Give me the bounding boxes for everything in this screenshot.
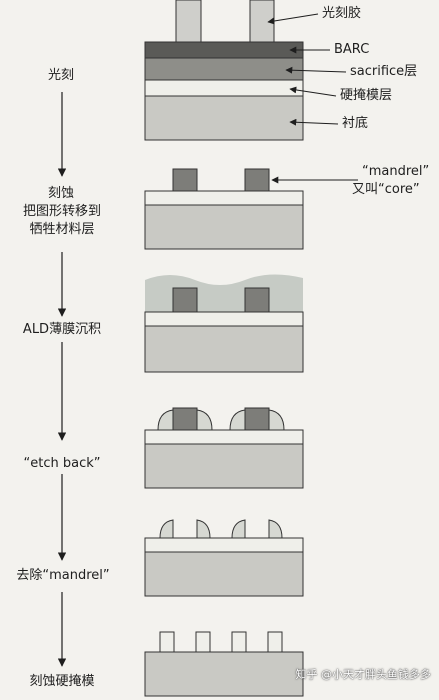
watermark: 知乎 @小天才胖头鱼钱多多 xyxy=(295,668,432,681)
hardmask-layer xyxy=(144,537,304,553)
hardmask-line xyxy=(195,631,211,653)
step-label-ald: ALD薄膜沉积 xyxy=(22,322,102,337)
hardmask-line xyxy=(231,631,247,653)
step-label-etch-desc-1: 把图形转移到 xyxy=(22,204,101,219)
stage-5-spacer-stack xyxy=(144,519,304,597)
stage-4-etchback-stack xyxy=(144,407,304,489)
hardmask-layer xyxy=(144,79,304,97)
mandrel-block xyxy=(172,407,198,431)
hardmask-layer xyxy=(144,429,304,445)
photoresist-block xyxy=(175,0,202,43)
spacer xyxy=(268,519,283,539)
step-label-litho: 光刻 xyxy=(47,68,74,83)
spacer xyxy=(231,519,246,539)
sacrifice-layer xyxy=(144,57,304,81)
mandrel-block xyxy=(172,168,198,192)
ald-film xyxy=(145,274,303,312)
step-label-etch-back: “etch back” xyxy=(23,456,101,471)
stage-1-litho-stack xyxy=(144,0,304,141)
stage-6-hardmask-stack xyxy=(144,631,304,697)
label-hardmask-layer: 硬掩模层 xyxy=(340,88,393,103)
step-label-etch-desc-2: 牺牲材料层 xyxy=(29,222,95,237)
mandrel-block xyxy=(172,287,198,313)
mandrel-block xyxy=(244,407,270,431)
hardmask-layer xyxy=(144,311,304,327)
hardmask-layer xyxy=(144,190,304,206)
hardmask-line xyxy=(159,631,175,653)
substrate-layer xyxy=(144,443,304,489)
spacer xyxy=(196,409,213,431)
label-sacrifice-layer: sacrifice层 xyxy=(350,64,418,79)
spacer xyxy=(229,409,246,431)
stage-2-mandrel-stack xyxy=(144,168,304,250)
label-pointers xyxy=(267,13,358,184)
label-barc: BARC xyxy=(334,42,370,57)
spacer xyxy=(196,519,211,539)
barc-layer xyxy=(144,41,304,59)
step-label-etch-hardmask: 刻蚀硬掩模 xyxy=(29,674,95,689)
photoresist-block xyxy=(249,0,275,43)
label-mandrel-note-1: “mandrel” xyxy=(362,164,430,179)
spacer xyxy=(268,409,285,431)
spacer xyxy=(157,409,174,431)
substrate-layer xyxy=(144,325,304,373)
substrate-layer xyxy=(144,551,304,597)
mandrel-block xyxy=(244,168,270,192)
substrate-layer xyxy=(144,95,304,141)
hardmask-line xyxy=(267,631,283,653)
substrate-layer xyxy=(144,204,304,250)
pointer-arrow xyxy=(289,118,339,126)
step-label-etch-title: 刻蚀 xyxy=(47,186,74,201)
spacer xyxy=(159,519,174,539)
label-photoresist: 光刻胶 xyxy=(322,6,362,21)
pointer-arrow xyxy=(267,13,319,25)
pointer-arrow xyxy=(289,86,337,97)
stage-3-ald-stack xyxy=(144,274,304,373)
label-substrate: 衬底 xyxy=(342,116,369,131)
label-mandrel-note-2: 又叫“core” xyxy=(352,182,420,197)
substrate-layer xyxy=(144,651,304,697)
step-label-remove-mandrel: 去除“mandrel” xyxy=(16,568,110,583)
mandrel-block xyxy=(244,287,270,313)
pointer-arrow xyxy=(285,66,347,74)
